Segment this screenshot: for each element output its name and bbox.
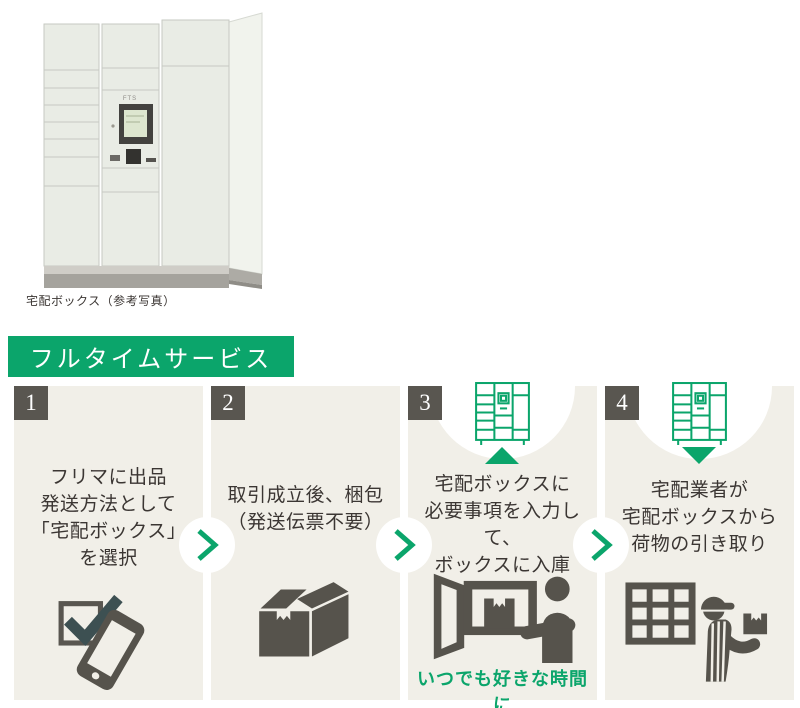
- step-number-badge: 2: [211, 386, 245, 420]
- chevron-right-icon: [394, 529, 416, 561]
- step-panel-4: 4 宅配業者が 宅配ボックスから 荷物の引き取り: [605, 314, 794, 700]
- step-text-line: 宅配ボックスに: [434, 474, 571, 495]
- delivery-locker-outline-icon: [672, 382, 727, 445]
- step-text-line: 荷物の引き取り: [631, 534, 768, 555]
- next-step-arrow: [179, 517, 235, 573]
- chevron-right-icon: [591, 529, 613, 561]
- delivery-locker-photo-drawing: FTS: [43, 12, 263, 289]
- step-text-line: を選択: [79, 548, 138, 569]
- banner-title: フルタイムサービス: [29, 346, 273, 373]
- smartphone-icon: [76, 609, 145, 690]
- step-text-line: 発送方法として: [40, 494, 177, 515]
- panel-brand-label: FTS: [123, 96, 137, 102]
- step-text-line: （発送伝票不要）: [227, 512, 384, 533]
- top-circle-notch: [627, 314, 772, 459]
- step-text-line: ボックスに入庫: [434, 555, 571, 576]
- cardboard-box-icon: [259, 582, 349, 657]
- step-panel-1: 1 フリマに出品 発送方法として 「宅配ボックス」 を選択: [14, 386, 203, 700]
- step-3-text: 宅配ボックスに 必要事項を入力して、 ボックスに入庫: [408, 471, 597, 579]
- photo-caption: 宅配ボックス（参考写真）: [26, 294, 176, 308]
- delivery-locker-photo: FTS: [26, 8, 278, 292]
- service-banner: フルタイムサービス: [8, 336, 294, 377]
- step-number-badge: 4: [605, 386, 639, 420]
- chevron-right-icon: [197, 529, 219, 561]
- person-body-icon: [542, 612, 573, 664]
- top-circle-notch: [430, 314, 575, 459]
- step-text-line: フリマに出品: [49, 467, 167, 488]
- step-text-line: 宅配業者が: [650, 480, 749, 501]
- courier-pickup-icon: [625, 582, 768, 682]
- open-door-icon: [433, 573, 465, 660]
- step-4-text: 宅配業者が 宅配ボックスから 荷物の引き取り: [605, 477, 794, 558]
- step-text-line: 「宅配ボックス」: [30, 521, 187, 542]
- step-text-line: 取引成立後、梱包: [227, 485, 384, 506]
- checkbox-and-smartphone-icon: [58, 594, 145, 690]
- locker-grid-icon: [625, 582, 696, 645]
- next-step-arrow: [573, 517, 629, 573]
- step-panel-2: 2 取引成立後、梱包 （発送伝票不要）: [211, 386, 400, 700]
- step-text-line: 宅配ボックスから: [621, 507, 778, 528]
- parcel-icon: [484, 598, 515, 629]
- locker-compartment-icon: [463, 580, 537, 636]
- step-1-text: フリマに出品 発送方法として 「宅配ボックス」 を選択: [14, 464, 203, 572]
- delivery-locker-outline-icon: [475, 382, 530, 445]
- person-head-icon: [544, 576, 570, 602]
- next-step-arrow: [376, 517, 432, 573]
- parcel-icon: [743, 613, 768, 635]
- triangle-down-icon: [682, 447, 716, 464]
- step-panel-3: 3 宅配ボックスに 必要事項を入力して、 ボックスに入庫 いつでも好きな時間に: [408, 314, 597, 708]
- put-parcel-into-locker-icon: [433, 573, 576, 664]
- checkmark-icon: [64, 594, 123, 647]
- uniform-stripes: [710, 621, 726, 682]
- step-number-badge: 1: [14, 386, 48, 420]
- step-number-badge: 3: [408, 386, 442, 420]
- step-2-text: 取引成立後、梱包 （発送伝票不要）: [211, 482, 400, 536]
- triangle-up-icon: [485, 447, 519, 464]
- locker-keypad: [126, 149, 141, 164]
- step-text-line: 必要事項を入力して、: [424, 501, 581, 549]
- anytime-note: いつでも好きな時間に: [417, 669, 588, 708]
- cap-brim-icon: [713, 602, 735, 610]
